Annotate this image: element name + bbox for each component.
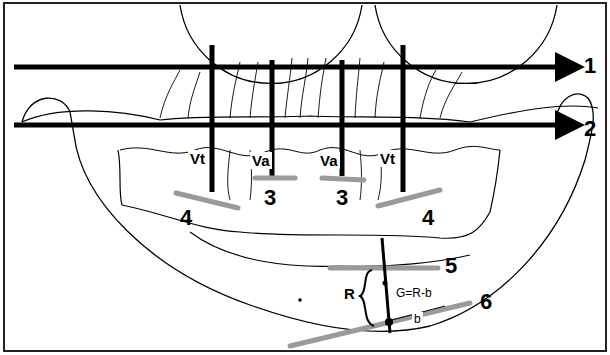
tooth-label: Va [250, 152, 272, 169]
callout-number: 3 [334, 186, 350, 210]
tooth-label: Va [318, 152, 340, 169]
dimension-label: R [342, 285, 357, 302]
callout-number: 5 [443, 254, 459, 278]
dimension-label: b [412, 312, 423, 326]
callout-number: 4 [178, 206, 194, 230]
formula-label: G=R-b [394, 286, 434, 300]
callout-number: 4 [420, 206, 436, 230]
arrow-number: 1 [582, 54, 598, 78]
tooth-label: Vt [188, 150, 207, 167]
callout-number: 6 [478, 290, 494, 314]
tooth-label: Vt [378, 150, 397, 167]
arrow-number: 2 [582, 117, 598, 141]
callout-number: 3 [262, 186, 278, 210]
